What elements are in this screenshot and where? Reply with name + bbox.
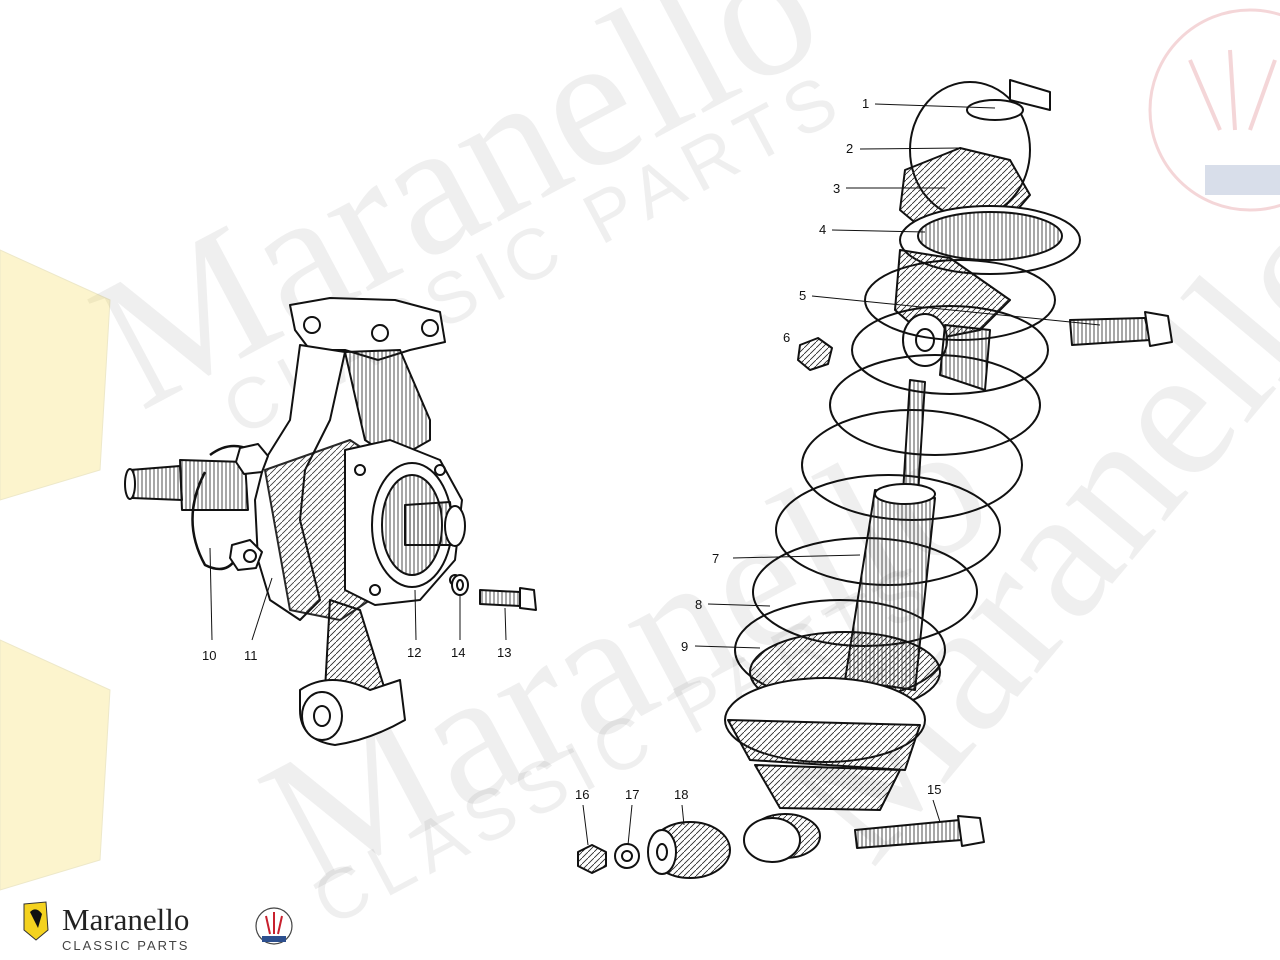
ferrari-shield-watermark-icon [0, 249, 111, 891]
shock-absorber-assembly [577, 79, 1173, 879]
callout-1: 1 [862, 96, 870, 111]
callout-17: 17 [625, 787, 640, 802]
callout-11: 11 [244, 648, 258, 663]
maserati-logo-icon [255, 907, 293, 945]
callout-2: 2 [846, 141, 854, 156]
ferrari-logo-icon [23, 901, 49, 941]
hub-carrier-assembly [124, 297, 537, 746]
maserati-badge-watermark-icon [1148, 8, 1280, 212]
brand-subtitle: CLASSIC PARTS [62, 938, 190, 953]
callout-13: 13 [497, 645, 512, 660]
callout-9: 9 [681, 639, 689, 654]
brand-footer: Maranello CLASSIC PARTS [22, 898, 352, 958]
callout-18: 18 [674, 787, 689, 802]
callout-6: 6 [783, 330, 791, 345]
callout-8: 8 [695, 597, 703, 612]
callout-10: 10 [202, 648, 217, 663]
callout-5: 5 [799, 288, 807, 303]
callout-14: 14 [451, 645, 466, 660]
callout-16: 16 [575, 787, 590, 802]
callout-7: 7 [712, 551, 720, 566]
callout-3: 3 [833, 181, 841, 196]
callout-15: 15 [927, 782, 942, 797]
brand-name: Maranello [62, 902, 190, 937]
callout-4: 4 [819, 222, 827, 237]
callout-12: 12 [407, 645, 422, 660]
